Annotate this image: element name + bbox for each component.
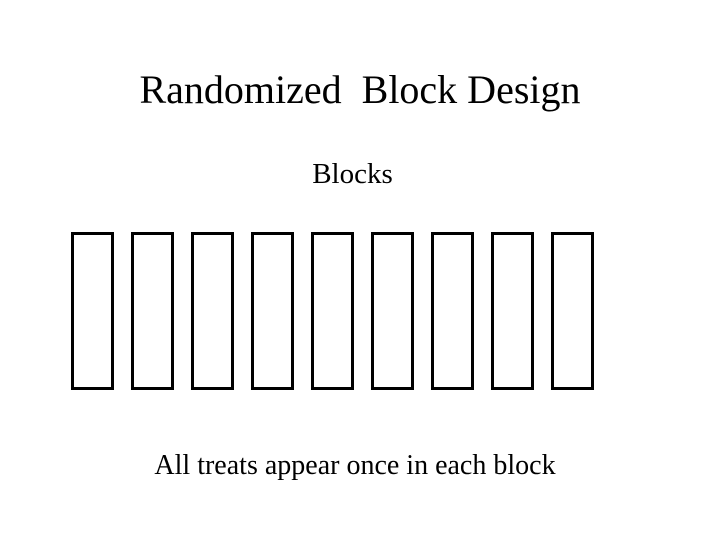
block-rect (551, 232, 594, 390)
page-title: Randomized Block Design (139, 67, 581, 112)
blocks-row (71, 232, 594, 390)
block-rect (71, 232, 114, 390)
block-rect (131, 232, 174, 390)
block-rect (311, 232, 354, 390)
caption-text: All treats appear once in each block (154, 450, 556, 481)
block-rect (251, 232, 294, 390)
blocks-label: Blocks (312, 158, 393, 190)
block-rect (431, 232, 474, 390)
block-rect (191, 232, 234, 390)
block-rect (371, 232, 414, 390)
block-rect (491, 232, 534, 390)
